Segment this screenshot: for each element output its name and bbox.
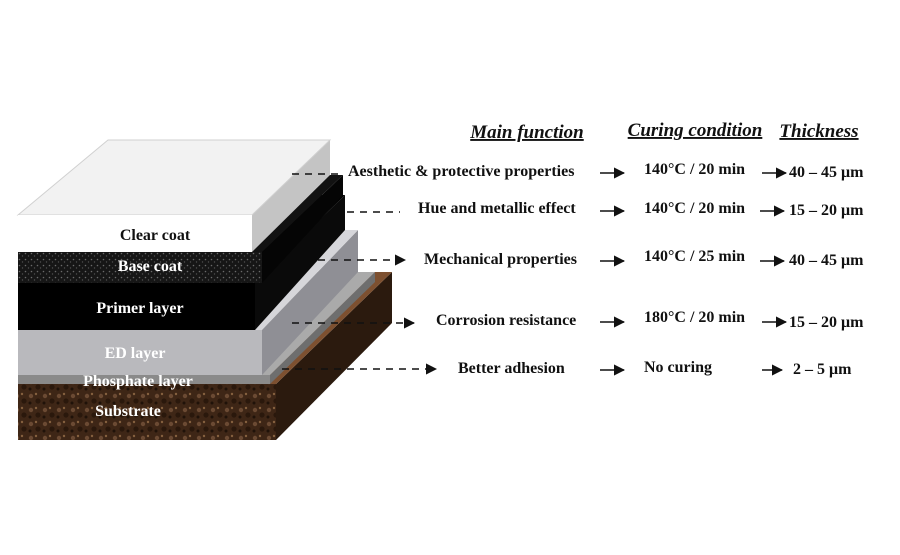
header-curing-condition: Curing condition	[628, 120, 763, 141]
function-ed: Corrosion resistance	[436, 312, 576, 329]
layer-label-base-coat: Base coat	[118, 258, 183, 275]
layer-label-clear-coat: Clear coat	[120, 227, 191, 244]
clear-coat-layer	[16, 139, 332, 252]
thickness-primer: 40 – 45 μm	[789, 252, 864, 269]
thickness-ed: 15 – 20 μm	[789, 314, 864, 331]
function-base-coat: Hue and metallic effect	[418, 200, 576, 217]
curing-clear-coat: 140°C / 20 min	[644, 161, 745, 178]
function-primer: Mechanical properties	[424, 251, 577, 268]
layer-label-substrate: Substrate	[95, 403, 161, 420]
layer-label-phosphate: Phosphate layer	[83, 373, 193, 390]
thickness-clear-coat: 40 – 45 μm	[789, 164, 864, 181]
curing-base-coat: 140°C / 20 min	[644, 200, 745, 217]
header-main-function: Main function	[469, 122, 584, 143]
curing-primer: 140°C / 25 min	[644, 248, 745, 265]
function-phosphate: Better adhesion	[458, 360, 565, 377]
thickness-base-coat: 15 – 20 μm	[789, 202, 864, 219]
thickness-phosphate: 2 – 5 μm	[793, 361, 852, 378]
curing-ed: 180°C / 20 min	[644, 309, 745, 326]
function-clear-coat: Aesthetic & protective properties	[348, 163, 574, 180]
layer-label-primer: Primer layer	[96, 300, 183, 317]
header-thickness: Thickness	[779, 121, 858, 142]
layer-label-ed: ED layer	[105, 345, 166, 362]
curing-phosphate: No curing	[644, 359, 712, 376]
